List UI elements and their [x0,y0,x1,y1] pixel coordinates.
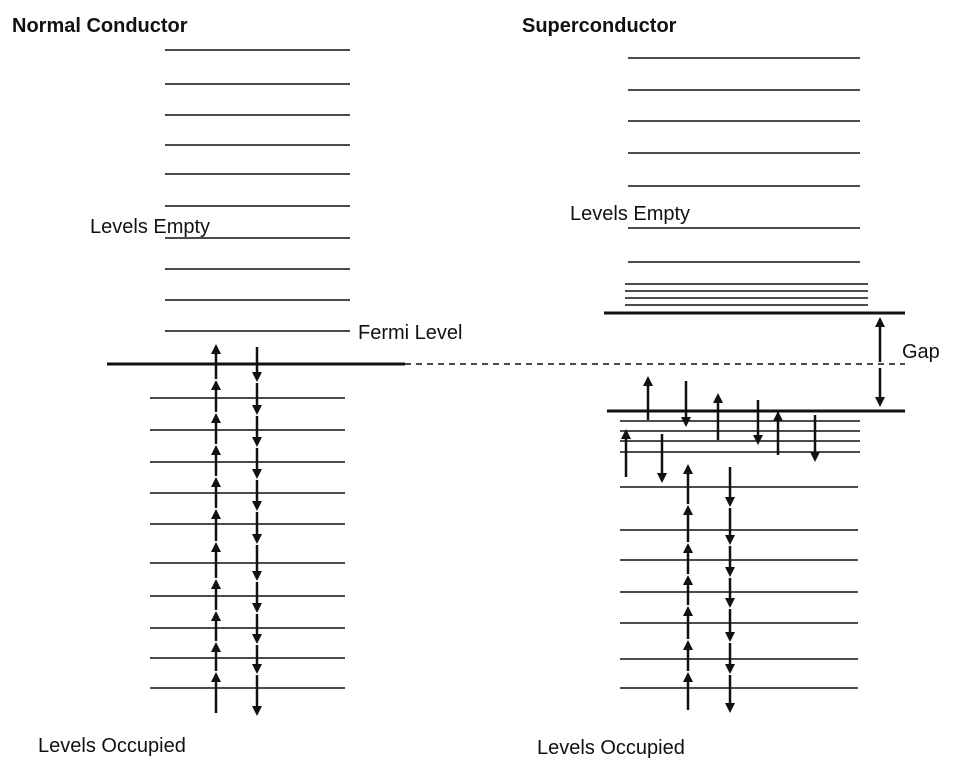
superconductor-levels [604,57,905,689]
nc-levels-occupied-label: Levels Occupied [38,735,186,757]
superconductor-spins [621,376,820,713]
normal-conductor-spins [211,344,262,716]
sc-levels-occupied-label: Levels Occupied [537,737,685,759]
nc-levels-empty-label: Levels Empty [90,216,210,238]
gap-label: Gap [902,341,940,363]
normal-conductor-title: Normal Conductor [12,15,188,37]
fermi-level-label: Fermi Level [358,322,462,344]
sc-levels-empty-label: Levels Empty [570,203,690,225]
normal-conductor-levels [107,49,405,689]
superconductor-title: Superconductor [522,15,677,37]
